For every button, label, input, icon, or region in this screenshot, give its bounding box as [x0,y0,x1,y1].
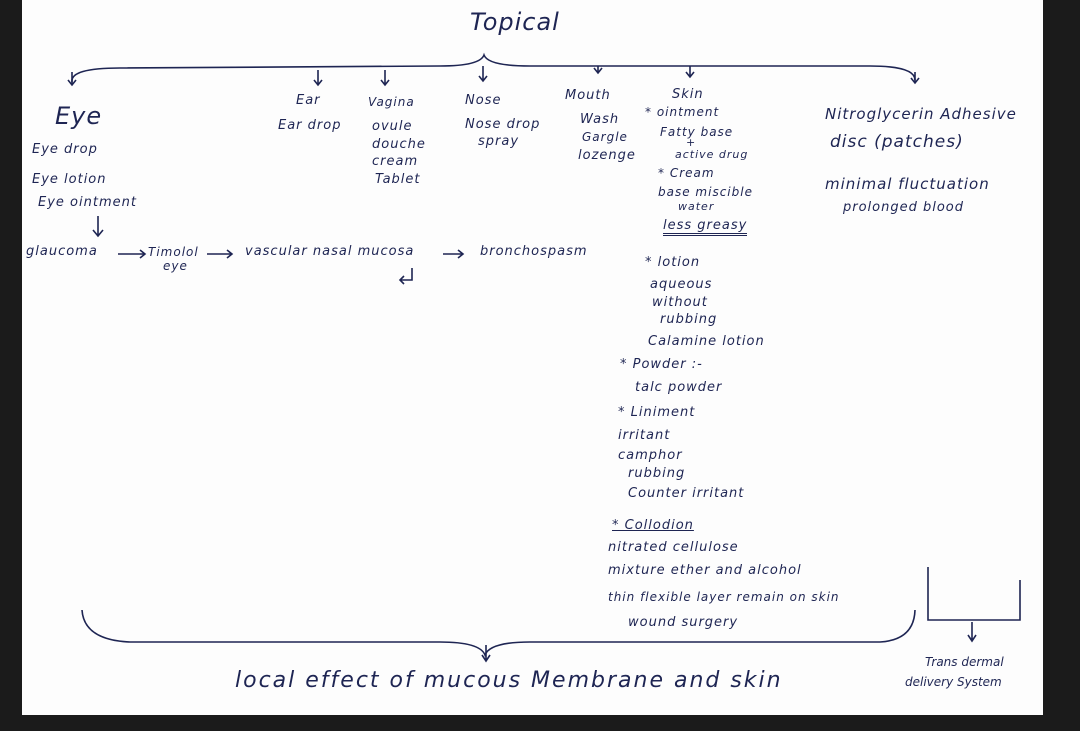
vagina-item: Tablet [375,172,421,187]
ear-heading: Ear [296,93,321,108]
skin-item: mixture ether and alcohol [608,563,802,578]
eye-heading: Eye [55,102,103,130]
paper-sheet [22,0,1043,715]
skin-item: * Liniment [618,405,696,420]
vagina-item: ovule [372,119,413,134]
skin-heading: Skin [672,87,704,102]
patch-item: prolonged blood [843,200,965,215]
skin-item: base miscible [658,185,753,199]
skin-item: rubbing [628,466,686,481]
nose-heading: Nose [465,93,502,108]
chain-glaucoma: glaucoma [26,244,98,259]
return-arrow [398,268,413,285]
patch-item: Nitroglycerin Adhesive [825,105,1017,123]
chain-bronchospasm: bronchospasm [480,244,588,259]
skin-item: + [686,136,697,149]
nose-item: Nose drop [465,117,541,132]
chain-arrow-1 [118,249,147,259]
patch-item: minimal fluctuation [825,175,990,193]
nose-item: spray [478,134,520,149]
mouth-item: lozenge [578,148,636,163]
mouth-heading: Mouth [565,88,611,103]
skin-item: Calamine lotion [648,334,765,349]
skin-item: less greasy [663,218,748,236]
mouth-item: Gargle [582,130,628,144]
skin-item: water [678,200,715,213]
skin-item: * lotion [645,255,701,270]
skin-item: * Collodion [612,518,694,533]
ear-item: Ear drop [278,118,342,133]
vagina-heading: Vagina [368,95,415,109]
skin-item: Fatty base [660,125,734,139]
skin-item: * Powder :- [620,357,703,372]
skin-item: active drug [675,148,749,161]
skin-item: rubbing [660,312,718,327]
bottom-arrow [481,645,491,663]
title: Topical [470,8,560,36]
chain-arrow-3 [443,249,465,259]
eye-item: Eye lotion [32,172,107,187]
skin-item: nitrated cellulose [608,540,739,555]
footer-caption: local effect of mucous Membrane and skin [235,668,783,693]
skin-item: * Cream [658,166,715,180]
chain-timolol: Timolol [148,245,199,259]
skin-item: thin flexible layer remain on skin [608,590,840,604]
transdermal-box [927,567,1021,621]
chain-arrow-2 [207,249,234,259]
bottom-brace [81,609,916,658]
mouth-item: Wash [580,112,620,127]
vagina-item: cream [372,154,419,169]
chain-eye: eye [163,259,188,273]
top-brace [71,52,916,83]
eye-item: Eye ointment [38,195,137,210]
skin-item: irritant [618,428,671,443]
chain-nasal-mucosa: vascular nasal mucosa [245,244,415,259]
transdermal-label: Trans dermal [925,655,1004,669]
vagina-item: douche [372,137,426,152]
eye-item: Eye drop [32,142,98,157]
patch-item: disc (patches) [830,132,964,152]
skin-item: camphor [618,448,683,463]
skin-item: * ointment [645,105,720,119]
transdermal-arrow [967,622,977,643]
skin-item: Counter irritant [628,486,745,501]
transdermal-label: delivery System [905,675,1002,689]
eye-arrow [92,216,104,238]
skin-item: without [652,295,708,310]
skin-item: talc powder [635,380,723,395]
skin-item: wound surgery [628,615,739,630]
skin-item: aqueous [650,277,713,292]
top-arrows [67,66,920,87]
